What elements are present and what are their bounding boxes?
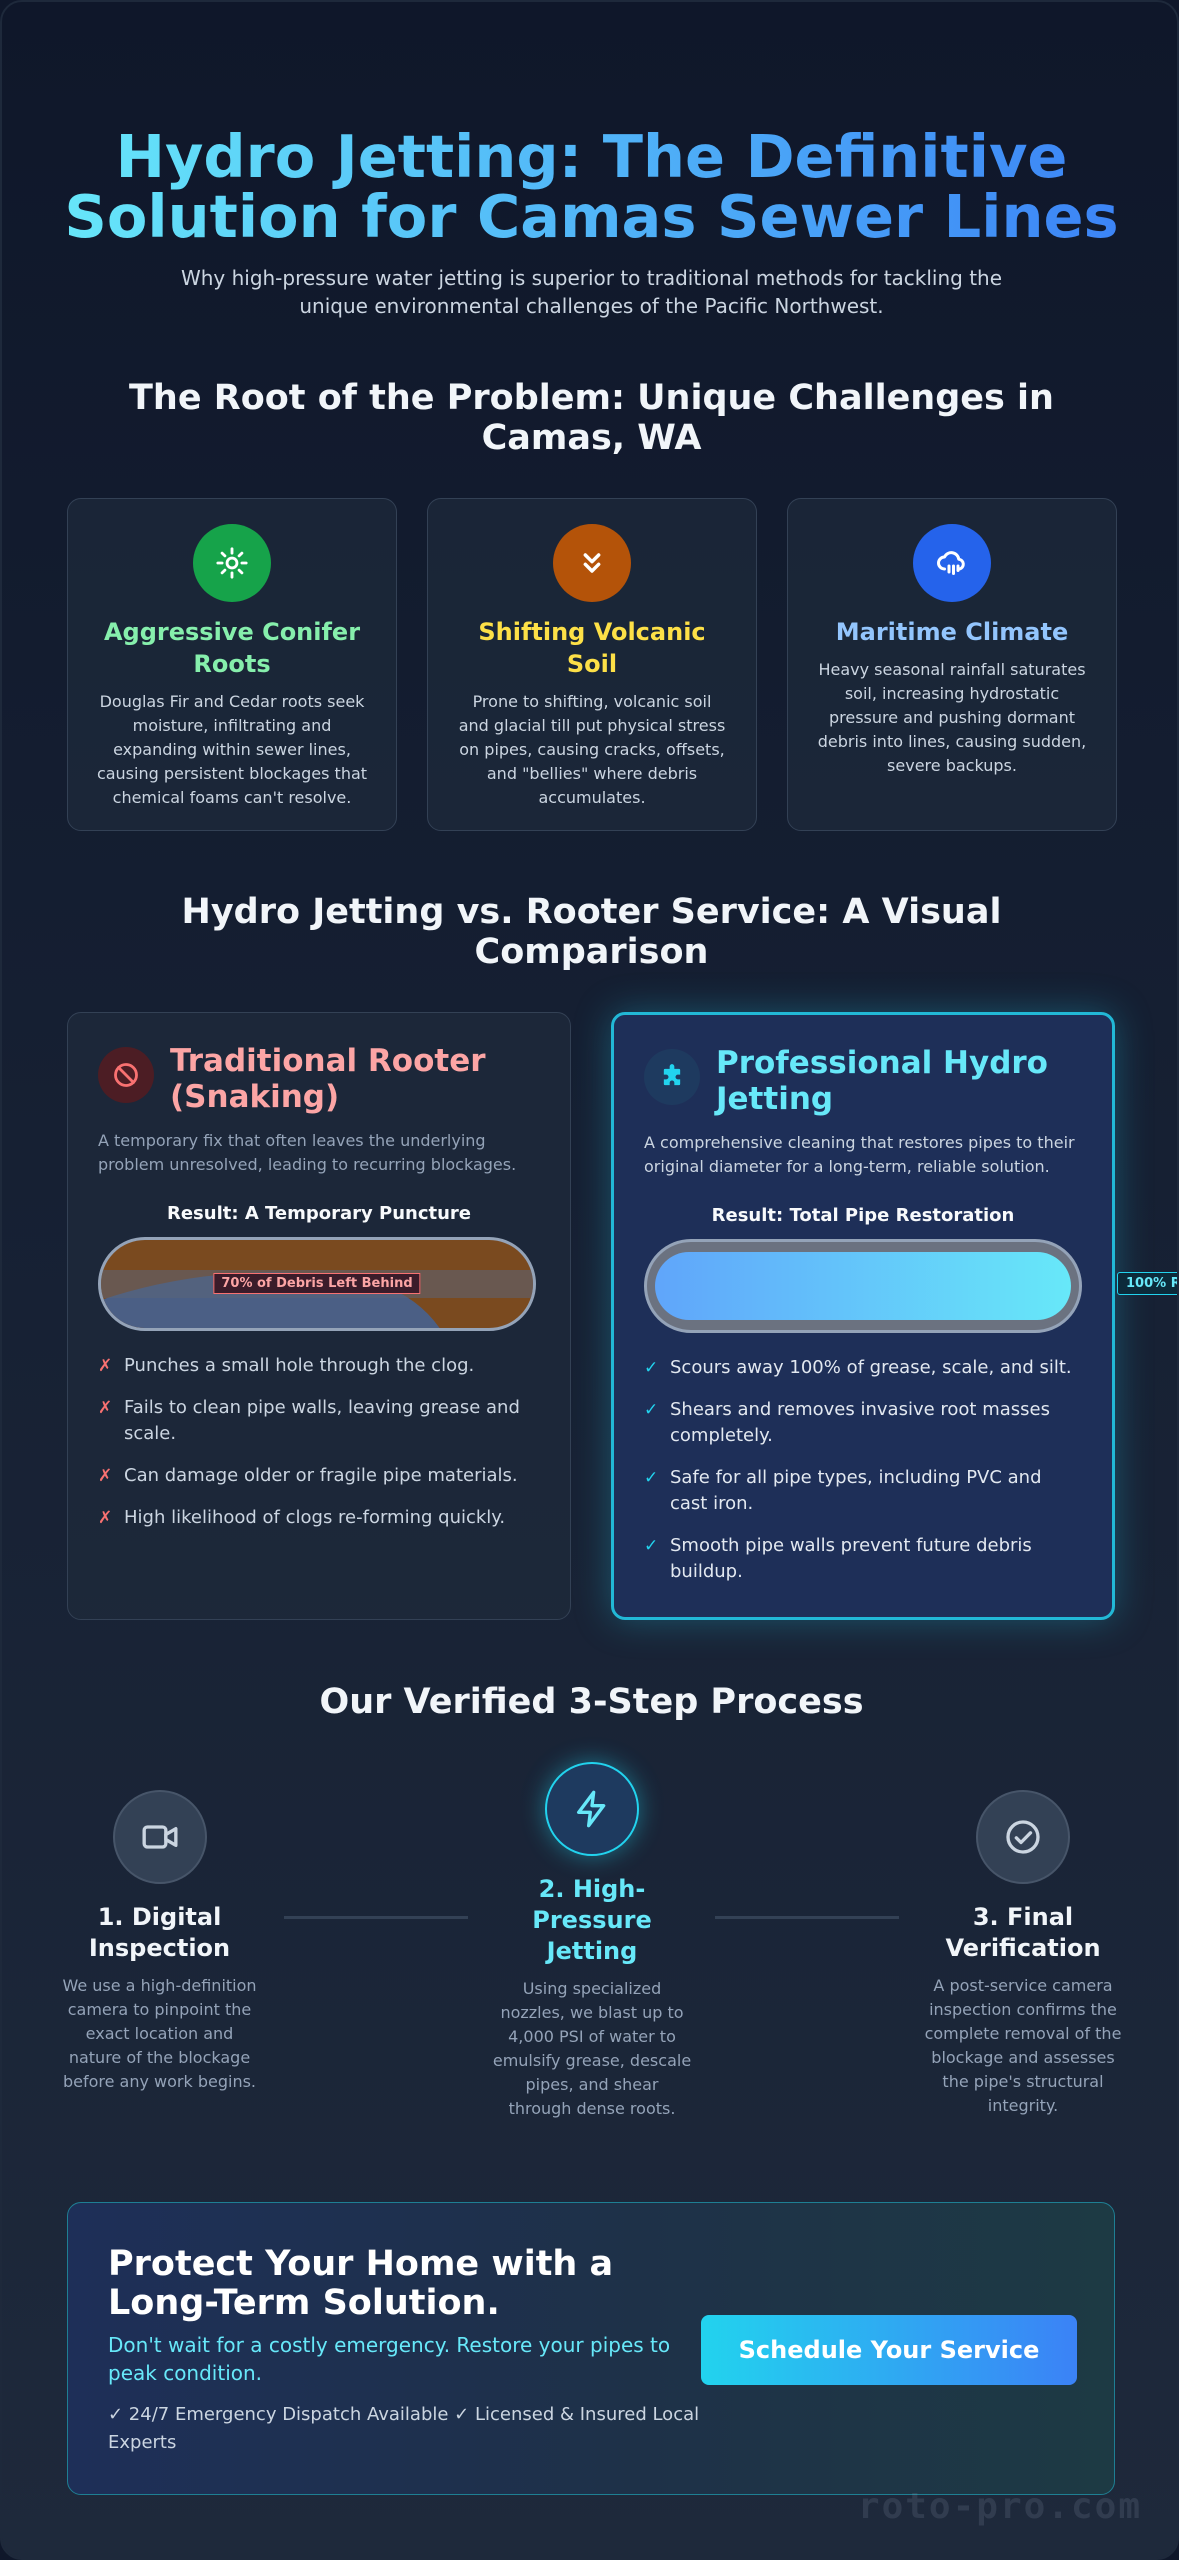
challenge-text: Douglas Fir and Cedar roots seek moistur… [96,692,368,807]
challenges-heading: The Root of the Problem: Unique Challeng… [129,378,1054,458]
check-icon: ✓ [644,1468,659,1488]
jetting-comparison-card: Professional Hydro Jetting A comprehensi… [611,1012,1115,1620]
cta-banner: Protect Your Home with a Long-Term Solut… [67,2202,1115,2495]
cta-title: Protect Your Home with a Long-Term Solut… [108,2244,614,2323]
challenge-title: Aggressive Conifer Roots [103,618,361,678]
challenge-card-soil: Shifting Volcanic Soil Prone to shifting… [427,498,757,831]
list-item: ✓Scours away 100% of grease, scale, and … [644,1355,1084,1381]
clean-flow [655,1252,1071,1320]
challenge-title: Maritime Climate [835,618,1069,646]
challenge-text: Heavy seasonal rainfall saturates soil, … [817,660,1087,775]
list-item: ✓Smooth pipe walls prevent future debris… [644,1533,1084,1585]
list-item: ✗Fails to clean pipe walls, leaving grea… [98,1395,538,1447]
challenge-title: Shifting Volcanic Soil [478,618,706,678]
jetting-description: A comprehensive cleaning that restores p… [644,1133,1075,1176]
puzzle-piece-icon [644,1049,700,1105]
jetting-pipe-illustration [644,1239,1082,1333]
cta-assurances: ✓ 24/7 Emergency Dispatch Available ✓ Li… [108,2404,700,2453]
step-title: 2. High-Pressure Jetting [532,1875,652,1965]
check-circle-icon [976,1790,1070,1884]
cross-icon: ✗ [98,1508,113,1528]
jetting-title: Professional Hydro Jetting [716,1045,1048,1117]
double-chevron-down-icon [553,524,631,602]
list-item: ✗Can damage older or fragile pipe materi… [98,1463,538,1489]
cross-icon: ✗ [98,1398,113,1418]
process-heading: Our Verified 3-Step Process [319,1682,864,1722]
process-step-verification: 3. Final Verification A post-service cam… [920,1790,1126,2118]
check-icon: ✓ [644,1536,659,1556]
rooter-drawbacks-list: ✗Punches a small hole through the clog. … [98,1353,538,1547]
rooter-comparison-card: Traditional Rooter (Snaking) A temporary… [67,1012,571,1620]
list-item: ✗High likelihood of clogs re-forming qui… [98,1505,538,1531]
check-icon: ✓ [644,1400,659,1420]
root-icon [193,524,271,602]
step-text: Using specialized nozzles, we blast up t… [492,1979,692,2118]
rooter-description: A temporary fix that often leaves the un… [98,1131,517,1174]
watermark: roto-pro.com [857,2486,1142,2527]
jetting-result-label: Result: Total Pipe Restoration [711,1205,1015,1226]
comparison-heading: Hydro Jetting vs. Rooter Service: A Visu… [181,892,1002,972]
jetting-benefits-list: ✓Scours away 100% of grease, scale, and … [644,1355,1084,1601]
step-title: 3. Final Verification [945,1903,1101,1962]
cross-icon: ✗ [98,1466,113,1486]
rooter-pipe-illustration: 70% of Debris Left Behind [98,1237,536,1331]
page-title: Hydro Jetting: The Definitive Solution f… [42,127,1141,247]
list-item: ✓Safe for all pipe types, including PVC … [644,1465,1084,1517]
challenge-card-roots: Aggressive Conifer Roots Douglas Fir and… [67,498,397,831]
lightning-bolt-icon [545,1762,639,1856]
check-icon: ✓ [644,1358,659,1378]
restoration-tag: 100% R [1117,1272,1177,1295]
challenge-text: Prone to shifting, volcanic soil and gla… [458,692,726,807]
process-step-jetting: 2. High-Pressure Jetting Using specializ… [492,1762,692,2121]
step-title: 1. Digital Inspection [88,1903,231,1962]
cross-icon: ✗ [98,1356,113,1376]
schedule-service-button[interactable]: Schedule Your Service [701,2315,1077,2385]
list-item: ✓Shears and removes invasive root masses… [644,1397,1084,1449]
step-text: A post-service camera inspection confirm… [924,1976,1122,2115]
cta-tagline: Don't wait for a costly emergency. Resto… [108,2333,671,2385]
video-camera-icon [112,1790,207,1884]
step-text: We use a high-definition camera to pinpo… [62,1976,257,2091]
step-connector [284,1916,468,1919]
page-subtitle: Why high-pressure water jetting is super… [180,266,1003,318]
step-connector [715,1916,899,1919]
prohibited-icon [98,1047,154,1103]
challenge-card-climate: Maritime Climate Heavy seasonal rainfall… [787,498,1117,831]
rooter-result-label: Result: A Temporary Puncture [166,1203,472,1224]
jetting-header: Professional Hydro Jetting [644,1045,1096,1117]
rooter-header: Traditional Rooter (Snaking) [98,1043,550,1115]
rooter-title: Traditional Rooter (Snaking) [170,1043,486,1115]
debris-left-tag: 70% of Debris Left Behind [213,1273,421,1294]
cloud-rain-icon [913,524,991,602]
list-item: ✗Punches a small hole through the clog. [98,1353,538,1379]
process-step-inspection: 1. Digital Inspection We use a high-defi… [62,1790,257,2094]
